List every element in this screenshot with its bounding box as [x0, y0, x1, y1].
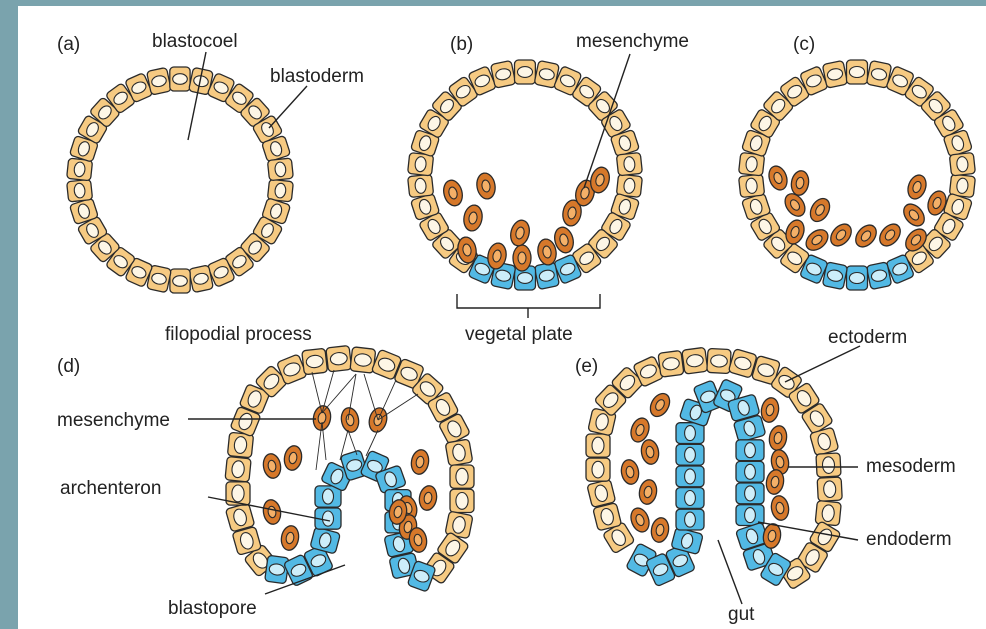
cell — [515, 60, 536, 84]
mesenchyme-cell — [759, 396, 780, 423]
cell — [736, 483, 764, 504]
panel-a-blastula — [67, 67, 294, 293]
leader-gut — [718, 540, 742, 604]
cell — [170, 269, 190, 293]
cell — [815, 500, 841, 525]
mesenchyme-cell — [409, 448, 430, 475]
cell — [682, 347, 708, 374]
cell — [267, 158, 293, 181]
label-blastoderm: blastoderm — [270, 66, 364, 87]
mesenchyme-cell — [876, 220, 905, 250]
cell — [847, 60, 868, 84]
cell — [736, 440, 764, 461]
mesenchyme-cell — [905, 173, 929, 202]
label-mesenchyme-d: mesenchyme — [57, 410, 170, 431]
cell — [408, 174, 434, 197]
cell — [822, 60, 847, 88]
cell — [534, 262, 559, 290]
cell — [450, 465, 474, 488]
label-mesenchyme-b: mesenchyme — [576, 31, 689, 52]
label-endoderm: endoderm — [866, 529, 952, 550]
mesenchyme-cell — [261, 452, 282, 479]
label-gut: gut — [728, 604, 755, 625]
mesenchyme-cell — [508, 218, 532, 248]
cell — [302, 348, 328, 374]
mesenchyme-cell — [789, 169, 810, 196]
cell — [170, 67, 190, 91]
cell — [445, 439, 473, 466]
cell — [586, 434, 610, 457]
cell — [225, 456, 251, 482]
cell — [490, 60, 515, 88]
label-blastocoel: blastocoel — [152, 31, 238, 52]
mesenchyme-cell — [769, 494, 790, 521]
mesenchyme-cell — [279, 524, 300, 551]
mesenchyme-cell — [900, 200, 929, 230]
label-blastopore: blastopore — [168, 598, 257, 619]
label-mesoderm: mesoderm — [866, 456, 956, 477]
cell — [866, 262, 891, 290]
mesenchyme-cell — [767, 424, 788, 451]
mesenchyme-cell — [637, 478, 658, 505]
mesenchyme-cell — [766, 164, 790, 193]
mesenchyme-cell — [462, 204, 484, 233]
leader-blastocoel — [188, 52, 206, 140]
label-filopodial-process: filopodial process — [165, 324, 312, 345]
leader-ectoderm — [785, 346, 860, 382]
mesenchyme-cell — [781, 190, 809, 220]
mesenchyme-cell — [619, 458, 640, 485]
cell — [739, 174, 765, 197]
cell — [658, 350, 684, 377]
mesenchyme-cell — [639, 438, 660, 465]
panel-c-tag: (c) — [793, 34, 815, 55]
cell — [616, 152, 642, 175]
cell — [67, 179, 93, 202]
mesenchyme-cell — [827, 220, 856, 250]
mesenchyme-cell — [441, 178, 465, 208]
cell — [147, 67, 172, 95]
mesenchyme-cell — [802, 226, 832, 255]
mesenchyme-cell — [513, 245, 531, 271]
mesenchyme-cell — [261, 498, 282, 525]
mesenchyme-cell — [646, 390, 673, 420]
mesenchyme-cell — [806, 195, 833, 225]
mesenchyme-cell — [852, 221, 881, 251]
label-archenteron: archenteron — [60, 478, 161, 499]
cell — [707, 348, 731, 373]
label-vegetal-plate: vegetal plate — [465, 324, 573, 345]
cell — [676, 466, 704, 487]
cell — [949, 152, 975, 175]
cell — [587, 479, 616, 507]
cell — [326, 345, 352, 371]
cell — [450, 489, 474, 512]
mesenchyme-cell — [649, 516, 670, 543]
panel-c-mesenchyme — [766, 164, 949, 255]
mesenchyme-cell — [628, 506, 652, 535]
cell — [315, 486, 341, 507]
vegetal-plate-bracket — [457, 294, 600, 308]
panel-b-tag: (b) — [450, 34, 473, 55]
cell — [265, 555, 290, 584]
cell — [816, 453, 841, 477]
cell — [847, 266, 868, 290]
panel-e-tag: (e) — [575, 356, 598, 377]
mesenchyme-cell — [311, 404, 332, 431]
panel-d-tag: (d) — [57, 356, 80, 377]
cell — [676, 509, 704, 530]
mesenchyme-cell — [282, 444, 303, 471]
panel-a-tag: (a) — [57, 34, 80, 55]
mesenchyme-cell — [475, 172, 497, 201]
mesenchyme-cell — [417, 484, 438, 511]
cell — [676, 488, 704, 509]
cell — [189, 265, 214, 293]
cell — [676, 444, 704, 465]
cell — [586, 458, 610, 481]
label-ectoderm: ectoderm — [828, 327, 907, 348]
cell — [817, 477, 842, 501]
cell — [676, 423, 704, 444]
leader-blastoderm — [269, 86, 307, 128]
cell — [736, 461, 764, 482]
